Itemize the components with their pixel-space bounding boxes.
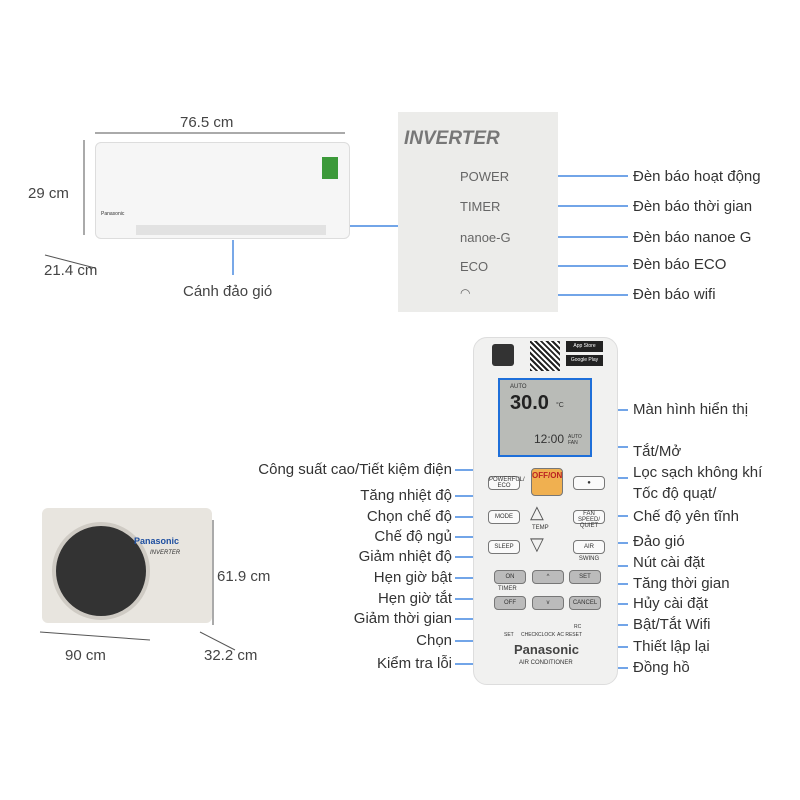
label-reset: Thiết lập lại [633,638,710,655]
app-store-badge: App Store [566,341,603,352]
indoor-height: 29 cm [28,185,69,202]
energy-label [322,157,338,179]
lcd-unit: °C [556,402,564,409]
label-clock: Đồng hồ [633,659,690,676]
label-on-off: Tắt/Mở [633,443,682,460]
lcd-screen: AUTO 30.0 °C 12:00 AUTO FAN [498,378,592,457]
power-button[interactable]: OFF/ON [531,468,563,496]
remote-subtitle: AIR CONDITIONER [519,660,573,666]
label-temp-down: Giảm nhiệt độ [358,548,452,565]
air-swing-button[interactable]: AIR SWING [573,540,605,562]
remote-brand: Panasonic [514,642,580,657]
label-timer-led: Đèn báo thời gian [633,198,753,215]
label-nanoe-led: Đèn báo nanoe G [633,229,752,246]
sleep-button[interactable]: SLEEP [488,540,520,554]
fan-grille [52,522,150,620]
indoor-width: 76.5 cm [180,114,234,131]
label-wifi: Bật/Tắt Wifi [633,616,711,633]
timer-label: TIMER [498,586,517,592]
fan-speed-button[interactable]: FAN SPEED/ QUIET [573,510,605,529]
label-timer-off: Hẹn giờ tắt [377,590,452,607]
label-check: Kiểm tra lỗi [376,655,452,672]
label-powerful-eco: Công suất cao/Tiết kiệm điện [258,461,452,478]
label-wifi-led: Đèn báo wifi [633,286,716,303]
inverter-logo: INVERTER [404,128,500,149]
louver [136,225,326,235]
temp-label: TEMP [532,525,549,531]
temp-up-button[interactable]: △ [530,502,544,522]
outdoor-depth: 32.2 cm [204,647,258,664]
cancel-button[interactable]: CANCEL [569,596,601,610]
lcd-temp: 30.0 [510,392,549,414]
label-air-purify: Lọc sạch không khí [633,464,763,481]
label-power-led: Đèn báo hoạt động [633,168,761,185]
google-play-badge: Google Play [566,355,603,366]
lcd-mode: AUTO [510,384,527,390]
lcd-fan: AUTO FAN [568,434,582,446]
clock-pin[interactable]: CLOCK [538,632,556,638]
label-temp-up: Tăng nhiệt độ [360,487,452,504]
indicator-power: POWER [460,169,510,184]
louver-label: Cánh đảo gió [183,283,273,300]
indicator-panel: INVERTER POWER TIMER nanoe-G ECO ◠ [398,112,558,312]
set-pin[interactable]: SET [504,632,514,638]
label-timer-on: Hẹn giờ bật [373,569,452,586]
label-select: Chọn [416,632,452,649]
time-down-button[interactable]: v [532,596,564,610]
check-pin[interactable]: CHECK [521,632,539,638]
qr-code [530,341,560,371]
label-display: Màn hình hiển thị [633,401,749,418]
label-mode: Chọn chế độ [366,508,452,525]
label-time-up: Tăng thời gian [633,575,730,592]
timer-on-button[interactable]: ON [494,570,526,584]
outdoor-badge: INVERTER [150,550,181,556]
outdoor-width: 90 cm [65,647,106,664]
app-icon [492,344,514,366]
air-purify-button[interactable]: ● [573,476,605,490]
time-up-button[interactable]: ^ [532,570,564,584]
indicator-nanoe: nanoe-G [460,230,511,245]
powerful-eco-button[interactable]: POWERFUL/ ECO [488,476,525,490]
label-time-down: Giảm thời gian [353,610,452,627]
wifi-icon: ◠ [460,286,471,300]
label-swing: Đảo gió [633,533,685,550]
label-fan-speed: Tốc độ quạt/ [633,485,717,502]
label-quiet: Chế độ yên tĩnh [633,508,739,525]
indicator-timer: TIMER [460,199,501,214]
ac-reset-pin[interactable]: AC RESET [557,632,583,638]
remote-control: App Store Google Play AUTO 30.0 °C 12:00… [473,337,618,685]
mode-button[interactable]: MODE [488,510,520,524]
temp-down-button[interactable]: ▽ [530,534,544,554]
indoor-unit: Panasonic [95,142,350,239]
rc-pin[interactable]: RC [574,624,582,630]
label-sleep: Chế độ ngủ [374,528,452,545]
timer-off-button[interactable]: OFF [494,596,526,610]
outdoor-height: 61.9 cm [217,568,271,585]
label-eco-led: Đèn báo ECO [633,256,727,273]
indicator-eco: ECO [460,259,489,274]
indoor-depth: 21.4 cm [44,262,98,279]
lcd-clock: 12:00 [534,432,565,446]
label-cancel: Hủy cài đặt [633,595,709,612]
outdoor-unit: Panasonic INVERTER [42,508,212,623]
outdoor-brand: Panasonic [134,536,180,546]
label-set: Nút cài đặt [633,554,705,571]
set-button[interactable]: SET [569,570,601,584]
indoor-brand: Panasonic [101,211,125,217]
